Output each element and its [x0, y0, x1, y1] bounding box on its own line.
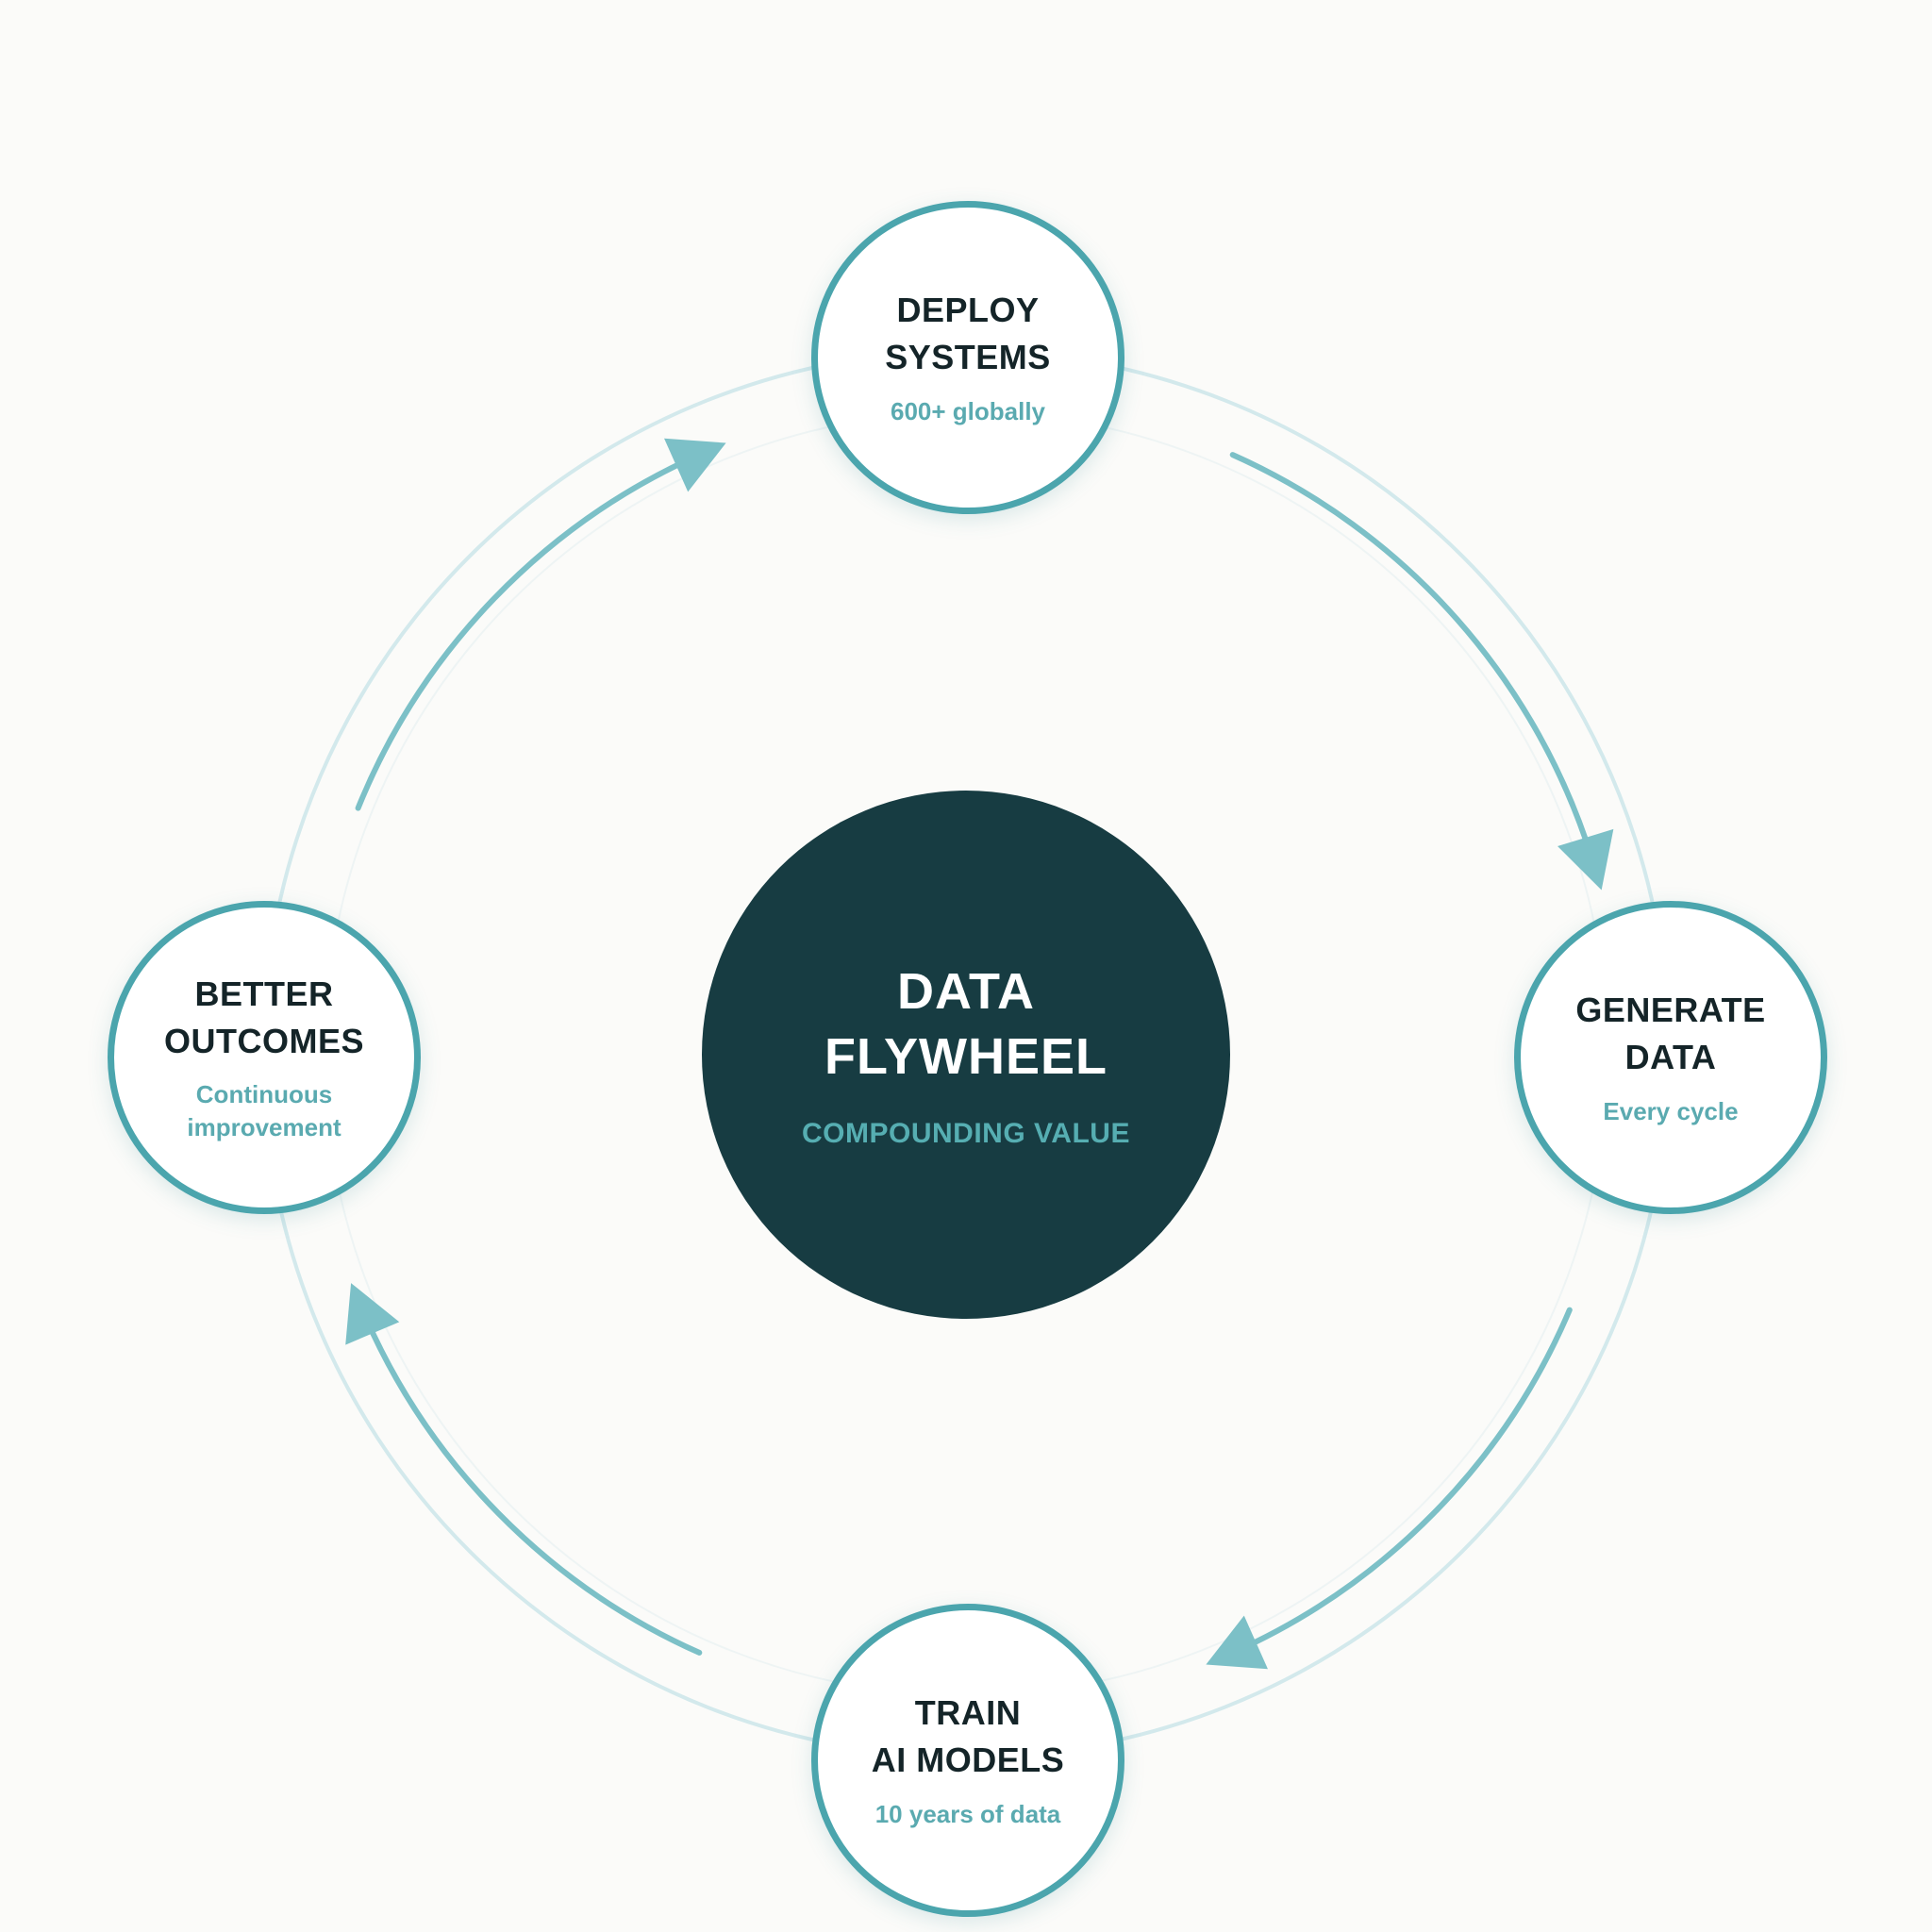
- arrow-deploy-to-generate: [1229, 452, 1614, 891]
- node-train-title: TRAIN AI MODELS: [871, 1693, 1065, 1780]
- node-generate-title: GENERATE DATA: [1575, 991, 1766, 1077]
- node-generate-subtitle: Every cycle: [1603, 1096, 1739, 1125]
- node-better-title: BETTER OUTCOMES: [163, 974, 364, 1060]
- cycle-arrows: [345, 438, 1614, 1670]
- node-better-outcomes: BETTER OUTCOMES Continuous improvement: [108, 901, 421, 1214]
- arrow-generate-to-train: [1206, 1307, 1573, 1670]
- hub-title: DATA FLYWHEEL: [824, 962, 1108, 1085]
- node-train-subtitle: 10 years of data: [874, 1799, 1061, 1828]
- node-train-ai-models: TRAIN AI MODELS 10 years of data: [811, 1604, 1124, 1917]
- node-generate-data: GENERATE DATA Every cycle: [1514, 901, 1827, 1214]
- arrow-train-to-better: [345, 1283, 703, 1656]
- flywheel-hub: DATA FLYWHEEL COMPOUNDING VALUE: [702, 791, 1230, 1319]
- node-deploy-systems: DEPLOY SYSTEMS 600+ globally: [811, 201, 1124, 514]
- node-deploy-title: DEPLOY SYSTEMS: [885, 291, 1051, 377]
- node-deploy-subtitle: 600+ globally: [890, 396, 1046, 425]
- arrow-better-to-deploy: [355, 438, 726, 811]
- node-better-subtitle: Continuous improvement: [187, 1080, 341, 1142]
- hub-subtitle: COMPOUNDING VALUE: [802, 1118, 1130, 1150]
